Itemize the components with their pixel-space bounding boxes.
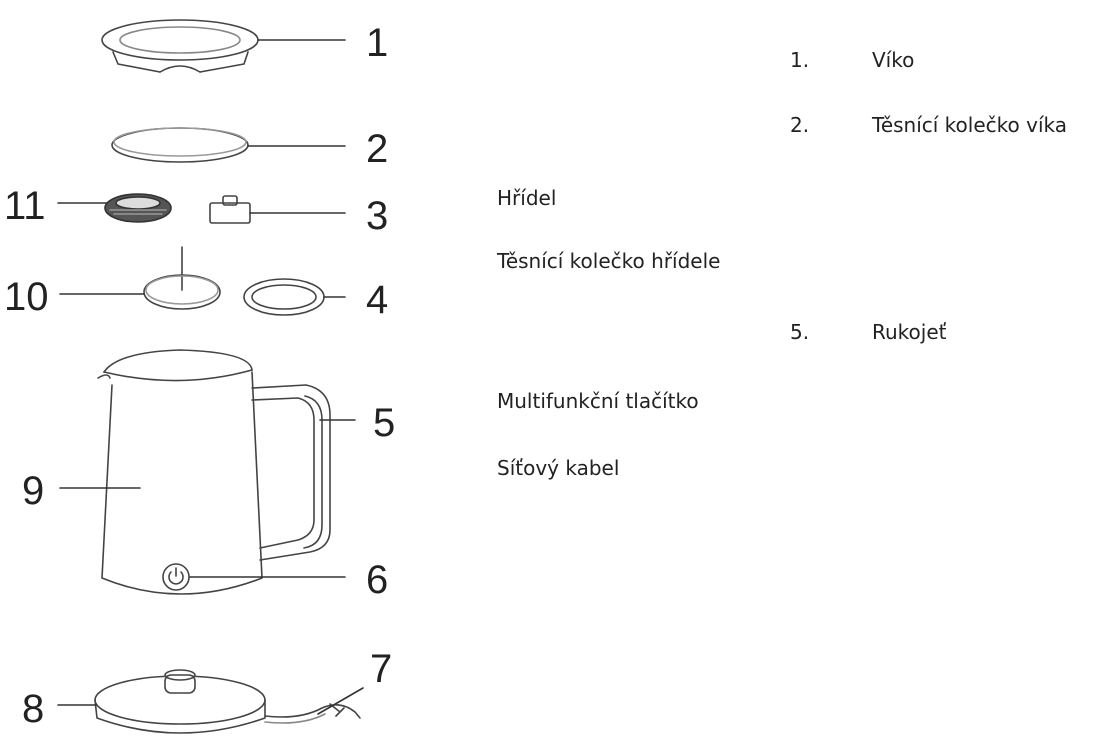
callout-10: 10 — [4, 275, 49, 319]
shaft-seal-part — [243, 278, 325, 316]
legend-number: 1. — [790, 48, 810, 72]
legend-label: Víko — [872, 48, 915, 72]
callout-9: 9 — [22, 469, 44, 513]
callout-6: 6 — [366, 558, 388, 602]
legend-label: Multifunkční tlačítko — [497, 389, 699, 413]
legend-label: Rukojeť — [872, 320, 947, 344]
legend-label: Síťový kabel — [497, 456, 620, 480]
legend-label: Těsnící kolečko víka — [872, 113, 1067, 137]
callout-2: 2 — [366, 127, 388, 171]
legend-number: 5. — [790, 320, 810, 344]
lid-seal-part — [111, 127, 249, 163]
callout-3: 3 — [366, 194, 388, 238]
shaft-disc-part — [143, 246, 221, 310]
handle-part — [251, 384, 331, 561]
whisk-part — [104, 193, 172, 223]
power-cable-part — [264, 704, 361, 719]
callout-7: 7 — [370, 647, 392, 691]
callout-8: 8 — [22, 687, 44, 731]
legend-label: Těsnící kolečko hřídele — [497, 249, 721, 273]
callout-4: 4 — [366, 278, 388, 322]
callout-11: 11 — [4, 184, 46, 228]
callout-1: 1 — [366, 21, 388, 65]
base-part — [94, 669, 361, 734]
legend-number: 2. — [790, 113, 810, 137]
exploded-parts-diagram: 1 2 3 4 5 6 7 8 9 10 11 — [4, 19, 395, 734]
callout-5: 5 — [373, 401, 395, 445]
shaft-part — [209, 195, 251, 224]
legend-label: Hřídel — [497, 186, 557, 210]
power-button-part — [162, 563, 190, 591]
lid-part — [101, 19, 259, 73]
jug-body-part — [97, 349, 331, 595]
